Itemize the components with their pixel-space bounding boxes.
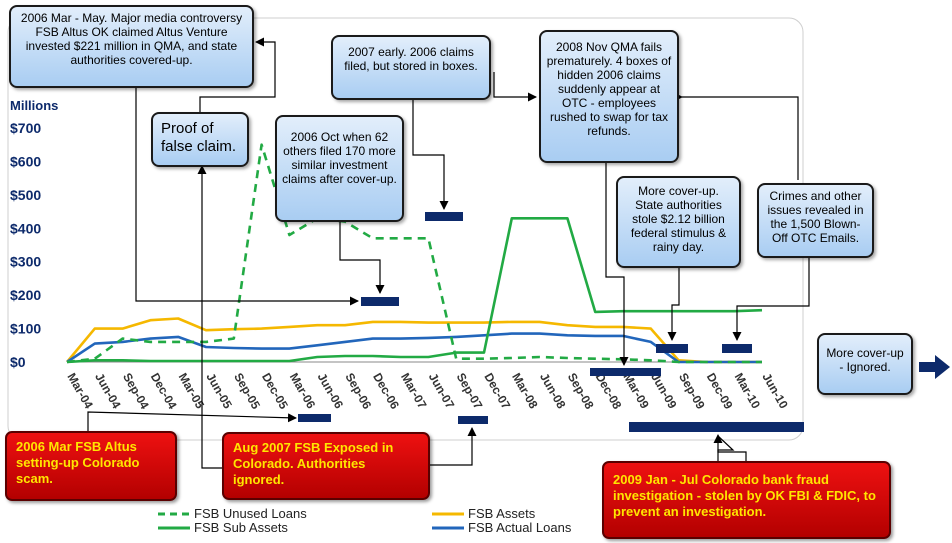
marker-jun09 bbox=[656, 344, 688, 353]
callout-proof: Proof of false claim. bbox=[151, 112, 249, 167]
y-ticks: $0 $100 $200 $300 $400 $500 $600 $700 bbox=[10, 120, 41, 370]
marker-mar10 bbox=[722, 344, 752, 353]
y-tick-label: $500 bbox=[10, 187, 41, 203]
callout-crimes: Crimes and other issues revealed in the … bbox=[757, 183, 874, 258]
y-tick-label: $700 bbox=[10, 120, 41, 136]
connector-cover-up bbox=[667, 268, 680, 341]
connector-aug07-marker bbox=[412, 427, 477, 466]
arrow-right-icon bbox=[919, 355, 950, 379]
marker-jun06 bbox=[298, 414, 331, 422]
callout-oct-2006: 2006 Oct when 62 others filed 170 more s… bbox=[275, 115, 404, 222]
marker-mar06 bbox=[361, 297, 399, 306]
y-tick-label: $100 bbox=[10, 321, 41, 337]
connector-to-nov08 bbox=[493, 72, 537, 102]
legend-unused-loans: FSB Unused Loans bbox=[194, 506, 307, 521]
connector-altus-red bbox=[87, 411, 297, 432]
legend-actual-loans: FSB Actual Loans bbox=[468, 520, 572, 535]
redbox-altus-2006: 2006 Mar FSB Altus setting-up Colorado s… bbox=[5, 431, 177, 501]
marker-2009 bbox=[629, 422, 804, 432]
event-markers bbox=[298, 212, 950, 432]
legend-assets: FSB Assets bbox=[468, 506, 536, 521]
y-tick-label: $200 bbox=[10, 287, 41, 303]
connector-early07 bbox=[412, 100, 449, 210]
redbox-aug-2007: Aug 2007 FSB Exposed in Colorado. Author… bbox=[222, 432, 430, 500]
marker-early07 bbox=[425, 212, 463, 221]
y-tick-label: $400 bbox=[10, 220, 41, 236]
connector-to-crimes bbox=[674, 92, 799, 180]
connector-nov08-to-marker bbox=[605, 163, 629, 366]
callout-cover-up: More cover-up. State authorities stole $… bbox=[616, 176, 741, 268]
connector-media-to-marker bbox=[135, 88, 359, 306]
connector-crimes bbox=[732, 258, 810, 341]
series-line-fsb-unused-loans bbox=[66, 143, 762, 364]
connector-2009 bbox=[717, 435, 735, 461]
redbox-jan-2009: 2009 Jan - Jul Colorado bank fraud inves… bbox=[602, 461, 891, 539]
y-axis-label: Millions bbox=[10, 98, 58, 113]
callout-nov-2008: 2008 Nov QMA fails prematurely. 4 boxes … bbox=[539, 30, 679, 163]
legend-swatches bbox=[158, 512, 464, 530]
connector-to-media bbox=[199, 37, 276, 113]
callout-early-2007: 2007 early. 2006 claims filed, but store… bbox=[331, 35, 491, 100]
series-group bbox=[66, 143, 763, 364]
connector-oct06 bbox=[339, 222, 385, 294]
marker-aug07 bbox=[458, 416, 488, 424]
legend-sub-assets: FSB Sub Assets bbox=[194, 520, 288, 535]
series-line-fsb-sub-assets bbox=[66, 217, 763, 364]
callout-media-controversy: 2006 Mar - May. Major media controversy … bbox=[9, 5, 254, 88]
callout-ignored: More cover-up - Ignored. bbox=[817, 333, 913, 395]
y-tick-label: $0 bbox=[10, 354, 26, 370]
y-tick-label: $300 bbox=[10, 254, 41, 270]
y-tick-label: $600 bbox=[10, 153, 41, 169]
connector-2009-head bbox=[713, 434, 747, 461]
marker-nov08 bbox=[590, 368, 661, 376]
series-line-fsb-actual-loans bbox=[66, 332, 762, 364]
connector-aug07-proof bbox=[197, 165, 222, 469]
connectors bbox=[87, 37, 810, 469]
series-line-fsb-assets bbox=[66, 317, 762, 364]
